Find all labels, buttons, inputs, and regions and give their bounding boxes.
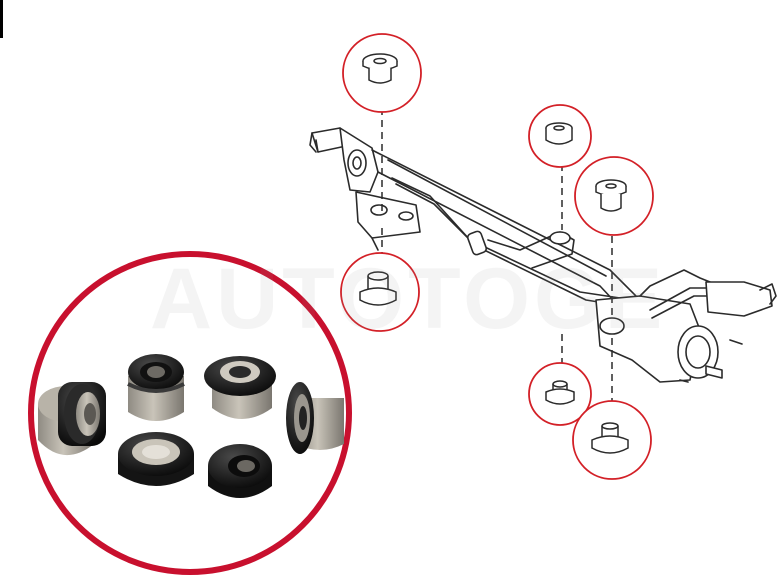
bushing-icon xyxy=(362,53,398,84)
callout-bushing-top-right-small xyxy=(528,104,592,168)
bushing-icon xyxy=(595,179,627,212)
callout-circles xyxy=(340,33,654,480)
callout-bushing-bottom-right xyxy=(572,400,652,480)
photo-part-thick-ring-bushing xyxy=(208,444,272,498)
photo-part-flat-ring-bushing xyxy=(118,432,194,486)
bushing-icon xyxy=(545,380,575,405)
photo-part-flanged-bushing xyxy=(204,356,276,419)
bushing-kit-photo-inset xyxy=(28,251,352,575)
bushing-icon xyxy=(591,422,629,454)
steering-rack-assembly xyxy=(309,127,777,383)
callout-bushing-top-left xyxy=(342,33,422,113)
photo-part-angled-bushing xyxy=(286,382,344,454)
photo-part-rubber-sleeve-bushing xyxy=(127,354,185,421)
callout-bushing-low-right-small xyxy=(528,362,592,426)
corner-fragment xyxy=(0,0,3,38)
callout-bushing-mid-right xyxy=(574,156,654,236)
bushing-icon xyxy=(359,271,397,306)
callout-bushing-mid-left xyxy=(340,252,420,332)
bushing-icon xyxy=(545,122,573,145)
photo-part-metal-sleeve-bushing xyxy=(38,382,106,456)
